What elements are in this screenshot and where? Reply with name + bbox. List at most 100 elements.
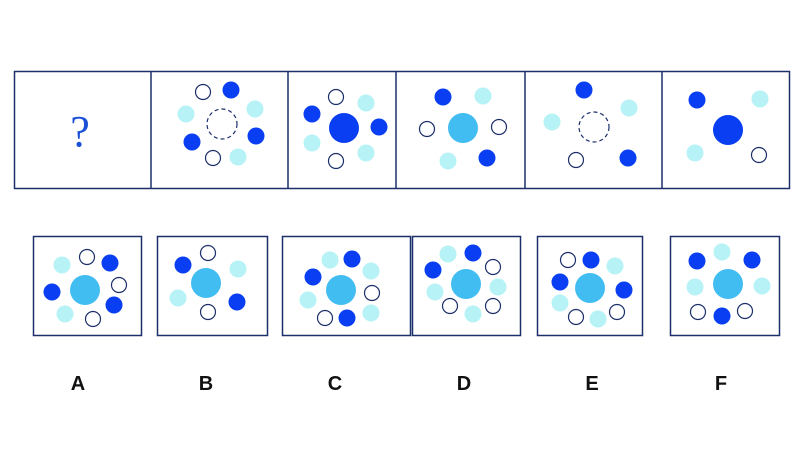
- option-label-c[interactable]: C: [328, 373, 342, 395]
- light-circle: [53, 256, 71, 274]
- light-circle: [589, 310, 607, 328]
- open-circle: [110, 276, 128, 294]
- option-label-a[interactable]: A: [71, 373, 85, 395]
- sequence-row: ?: [13, 70, 791, 190]
- dark-circle: [101, 254, 119, 272]
- light-circle: [362, 304, 380, 322]
- light-circle: [229, 260, 247, 278]
- open-circle: [418, 120, 436, 138]
- light-circle: [426, 283, 444, 301]
- dark-circle: [464, 244, 482, 262]
- dark-circle: [338, 309, 356, 327]
- open-circle: [78, 248, 96, 266]
- light-circle: [321, 251, 339, 269]
- open-circle: [484, 258, 502, 276]
- option-label-f[interactable]: F: [715, 373, 727, 395]
- open-circle: [736, 302, 754, 320]
- light-circle: [713, 243, 731, 261]
- light-circle: [751, 90, 769, 108]
- light-circle: [489, 278, 507, 296]
- light-circle: [56, 305, 74, 323]
- dark-circle: [551, 273, 569, 291]
- option-box-a[interactable]: [32, 235, 143, 337]
- open-circle: [567, 151, 585, 169]
- option-box-b[interactable]: [156, 235, 269, 337]
- large-blue-circle: [451, 269, 481, 299]
- light-circle: [177, 105, 195, 123]
- dark-circle: [575, 81, 593, 99]
- open-circle: [316, 309, 334, 327]
- light-circle: [753, 277, 771, 295]
- options-row: [32, 235, 781, 337]
- light-circle: [551, 294, 569, 312]
- option-label-b[interactable]: B: [199, 373, 213, 395]
- question-mark: ?: [70, 107, 90, 156]
- light-circle: [357, 94, 375, 112]
- dark-circle: [688, 91, 706, 109]
- light-circle: [362, 262, 380, 280]
- large-blue-circle: [575, 273, 605, 303]
- open-circle: [204, 149, 222, 167]
- dark-circle: [615, 281, 633, 299]
- option-labels: A B C D E F: [71, 373, 727, 395]
- open-circle: [84, 310, 102, 328]
- dark-circle: [434, 88, 452, 106]
- dark-circle: [688, 252, 706, 270]
- open-circle: [327, 88, 345, 106]
- open-circle: [194, 83, 212, 101]
- light-circle: [543, 113, 561, 131]
- dark-circle: [343, 250, 361, 268]
- large-blue-circle: [191, 268, 221, 298]
- light-circle: [229, 148, 247, 166]
- dark-circle: [582, 251, 600, 269]
- open-circle: [490, 118, 508, 136]
- light-circle: [169, 289, 187, 307]
- dark-circle: [743, 251, 761, 269]
- option-box-e[interactable]: [536, 235, 644, 337]
- large-blue-circle: [713, 269, 743, 299]
- light-circle: [299, 291, 317, 309]
- open-circle: [441, 297, 459, 315]
- open-circle: [567, 308, 585, 326]
- dark-circle: [370, 118, 388, 136]
- large-dark-circle: [329, 113, 359, 143]
- dark-circle: [303, 105, 321, 123]
- large-blue-circle: [326, 275, 356, 305]
- circles-layer: [43, 81, 771, 328]
- option-label-d[interactable]: D: [457, 373, 471, 395]
- open-circle: [199, 244, 217, 262]
- light-circle: [606, 257, 624, 275]
- dashed-circle: [578, 111, 610, 143]
- large-blue-circle: [70, 275, 100, 305]
- light-circle: [686, 278, 704, 296]
- dark-circle: [222, 81, 240, 99]
- light-circle: [620, 99, 638, 117]
- large-blue-circle: [448, 113, 478, 143]
- open-circle: [363, 284, 381, 302]
- open-circle: [559, 251, 577, 269]
- light-circle: [686, 144, 704, 162]
- dark-circle: [105, 296, 123, 314]
- large-dark-circle: [713, 115, 743, 145]
- dark-circle: [183, 133, 201, 151]
- dark-circle: [43, 283, 61, 301]
- light-circle: [474, 87, 492, 105]
- light-circle: [439, 152, 457, 170]
- option-box-f[interactable]: [669, 235, 781, 337]
- option-box-c[interactable]: [281, 235, 412, 337]
- dark-circle: [619, 149, 637, 167]
- light-circle: [246, 100, 264, 118]
- open-circle: [199, 303, 217, 321]
- dark-circle: [174, 256, 192, 274]
- light-circle: [303, 134, 321, 152]
- dark-circle: [713, 307, 731, 325]
- light-circle: [464, 305, 482, 323]
- dashed-circle: [206, 108, 238, 140]
- option-box-d[interactable]: [411, 235, 522, 337]
- dark-circle: [424, 261, 442, 279]
- open-circle: [608, 303, 626, 321]
- option-label-e[interactable]: E: [585, 373, 598, 395]
- open-circle: [484, 297, 502, 315]
- dark-circle: [478, 149, 496, 167]
